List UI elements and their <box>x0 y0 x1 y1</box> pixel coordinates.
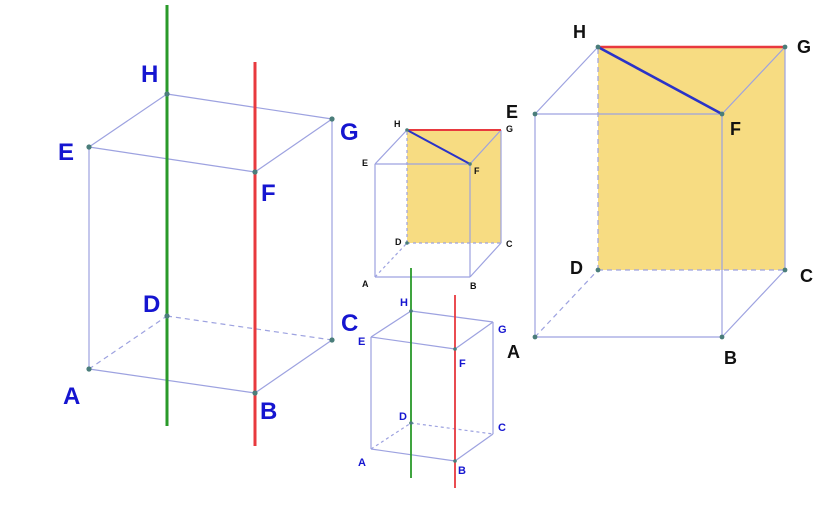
edge-AB <box>88 368 256 394</box>
edge-DC <box>410 422 494 435</box>
label-B: B <box>260 398 277 425</box>
vertex-A <box>86 366 92 372</box>
edge-AD <box>88 315 168 370</box>
blue-segment-HF <box>597 45 723 116</box>
vertex-D <box>409 421 413 425</box>
label-D: D <box>570 258 583 278</box>
label-D: D <box>395 237 402 247</box>
edge-EF <box>88 146 256 173</box>
box-right: A B C D E F G H <box>506 22 813 368</box>
label-D: D <box>143 291 160 318</box>
label-G: G <box>506 124 513 134</box>
label-C: C <box>506 239 513 249</box>
edge-AD <box>534 269 599 338</box>
vertex-F <box>468 162 472 166</box>
vertex-B <box>719 334 725 340</box>
vertex-H <box>409 309 413 313</box>
edge-BC <box>469 242 502 278</box>
vertex-H <box>164 91 170 97</box>
vertex-A <box>532 334 538 340</box>
vertex-F <box>252 169 258 175</box>
vertex-D <box>595 267 601 273</box>
edge-AD <box>374 242 408 278</box>
label-F: F <box>261 180 276 207</box>
edge-GH <box>410 310 494 323</box>
edge-FG <box>254 118 333 173</box>
vertex-D <box>164 313 170 319</box>
vertex-G <box>782 44 788 50</box>
box-left: A B C D E F G H <box>58 5 359 446</box>
label-H: H <box>573 22 586 42</box>
vertex-B <box>453 459 457 463</box>
label-E: E <box>362 158 368 168</box>
vertex-B <box>252 390 258 396</box>
label-G: G <box>797 37 811 57</box>
label-B: B <box>724 348 737 368</box>
edge-HE <box>88 93 168 148</box>
edge-FG <box>721 46 786 115</box>
vertex-F <box>719 111 725 117</box>
label-F: F <box>474 166 480 176</box>
label-G: G <box>340 119 359 146</box>
vertex-E <box>532 111 538 117</box>
label-A: A <box>362 279 369 289</box>
vertex-G <box>329 116 335 122</box>
edge-HE <box>370 310 412 338</box>
label-A: A <box>507 342 520 362</box>
label-E: E <box>58 139 74 166</box>
edge-GH <box>166 93 333 120</box>
label-C: C <box>498 422 506 434</box>
label-A: A <box>63 383 80 410</box>
vertex-H <box>595 44 601 50</box>
edge-BC <box>721 269 786 338</box>
label-C: C <box>341 310 358 337</box>
edge-FG <box>469 129 502 165</box>
box-small-top: A B C D E F G H <box>362 119 513 291</box>
vertex-C <box>329 337 335 343</box>
label-C: C <box>800 266 813 286</box>
edge-BC <box>454 433 494 462</box>
label-H: H <box>400 297 408 309</box>
label-E: E <box>358 336 365 348</box>
edge-DC <box>166 315 333 341</box>
edge-BC <box>254 339 333 394</box>
label-H: H <box>394 119 401 129</box>
label-B: B <box>470 281 477 291</box>
box-small-bottom: A B C D E F G H <box>358 268 507 488</box>
label-H: H <box>141 61 158 88</box>
blue-segment-HF <box>406 129 471 165</box>
vertex-C <box>782 267 788 273</box>
edge-AB <box>370 448 456 462</box>
vertex-H <box>405 128 409 132</box>
label-B: B <box>458 465 466 477</box>
vertex-F <box>453 347 457 351</box>
edge-HE <box>374 129 408 165</box>
vertex-D <box>405 241 409 245</box>
face-DCGH <box>598 47 785 270</box>
edge-HE <box>534 46 599 115</box>
edge-FG <box>454 321 494 350</box>
label-A: A <box>358 457 366 469</box>
edge-AD <box>370 422 412 450</box>
face-DCGH <box>407 130 501 243</box>
label-F: F <box>459 358 466 370</box>
label-D: D <box>399 411 407 423</box>
label-G: G <box>498 324 507 336</box>
label-E: E <box>506 102 518 122</box>
label-F: F <box>730 119 741 139</box>
edge-EF <box>370 336 456 350</box>
vertex-E <box>86 144 92 150</box>
